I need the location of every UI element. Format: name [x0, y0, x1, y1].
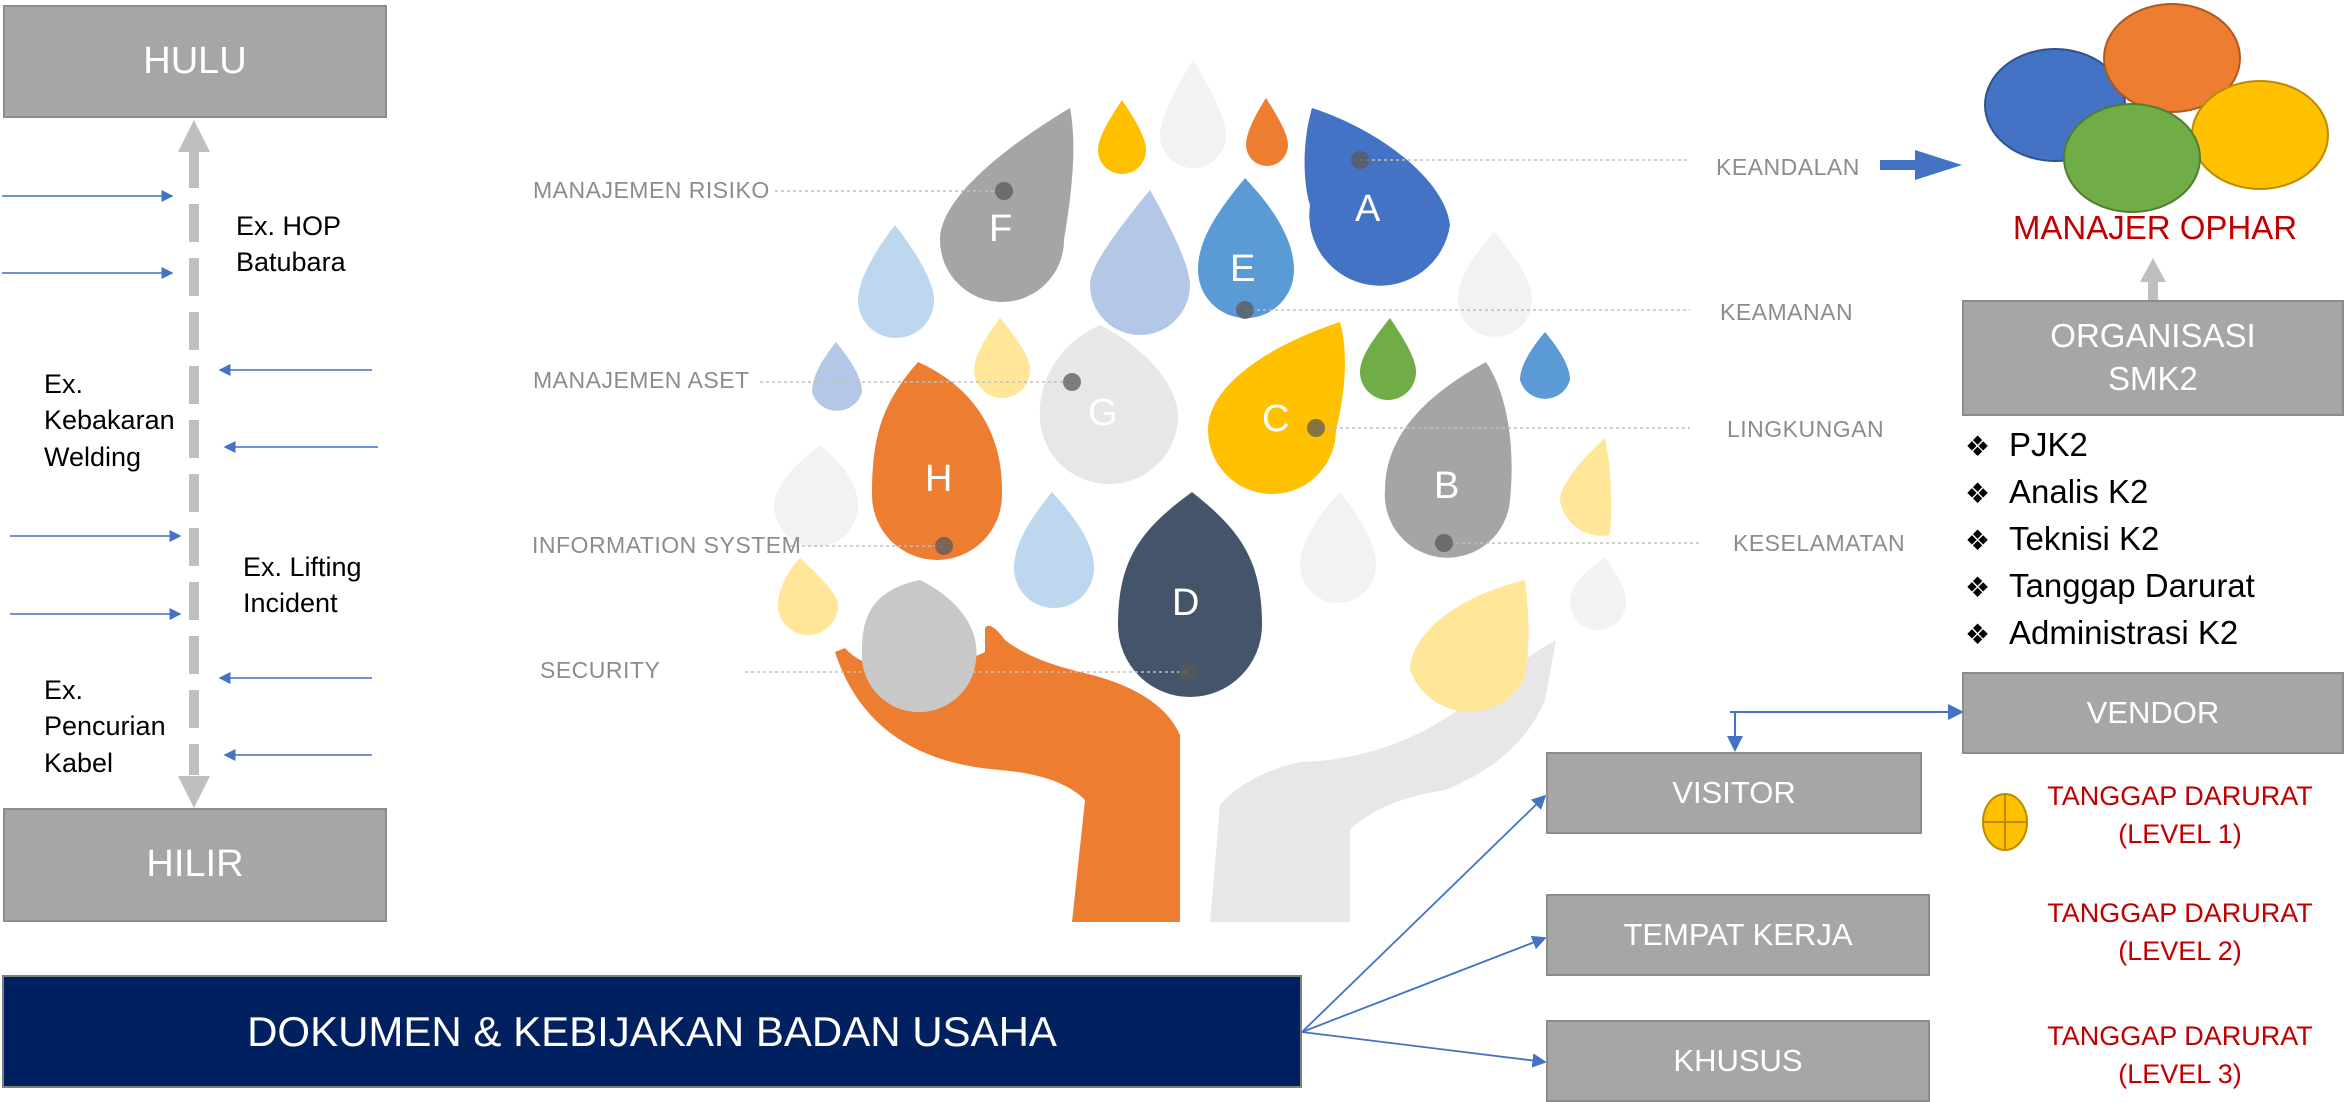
hulu-hilir-arrow — [178, 120, 210, 808]
tree-leaves — [774, 60, 1626, 713]
level1-globe-icon — [1982, 793, 2028, 851]
leaf-letter-h: H — [925, 458, 953, 500]
hulu-box: HULU — [3, 5, 387, 118]
label-manajemen-aset: MANAJEMEN ASET — [533, 367, 750, 393]
label-keamanan: KEAMANAN — [1720, 299, 1854, 325]
leaf-letter-e: E — [1230, 248, 1256, 290]
org-up-arrow — [2140, 258, 2166, 302]
vendor-box: VENDOR — [1962, 672, 2344, 754]
label-information-system: INFORMATION SYSTEM — [532, 532, 802, 558]
example-kebakaran-welding: Ex. Kebakaran Welding — [44, 369, 175, 472]
example-pencurian-kabel: Ex. Pencurian Kabel — [44, 675, 166, 778]
tanggap-darurat-level-2: TANGGAP DARURAT (LEVEL 2) — [2047, 898, 2313, 966]
leaf-letter-g: G — [1088, 392, 1118, 434]
manager-ovals — [1984, 3, 2329, 213]
tree-leader-lines — [745, 159, 1700, 673]
diamond-bullet-icon: ❖ — [1965, 431, 1991, 462]
diamond-bullet-icon: ❖ — [1965, 478, 1991, 509]
organisasi-smk2-box: ORGANISASI SMK2 — [1962, 300, 2344, 416]
leaf-letter-a: A — [1355, 188, 1381, 230]
tanggap-darurat-level-3: TANGGAP DARURAT (LEVEL 3) — [2047, 1021, 2313, 1089]
keandalan-arrow — [1880, 150, 1962, 180]
role-item: ❖PJK2 — [1965, 422, 2255, 469]
khusus-box: KHUSUS — [1546, 1020, 1930, 1102]
role-item: ❖Teknisi K2 — [1965, 516, 2255, 563]
hilir-box: HILIR — [3, 808, 387, 922]
visitor-box: VISITOR — [1546, 752, 1922, 834]
label-security: SECURITY — [540, 657, 661, 683]
tanggap-darurat-level-1: TANGGAP DARURAT (LEVEL 1) — [2047, 781, 2313, 849]
roles-list: ❖PJK2 ❖Analis K2 ❖Teknisi K2 ❖Tanggap Da… — [1965, 422, 2255, 657]
label-keandalan: KEANDALAN — [1716, 154, 1860, 180]
label-lingkungan: LINGKUNGAN — [1727, 416, 1885, 442]
role-item: ❖Analis K2 — [1965, 469, 2255, 516]
diamond-bullet-icon: ❖ — [1965, 572, 1991, 603]
example-hop-batubara: Ex. HOP Batubara — [236, 211, 346, 278]
leaf-letter-d: D — [1172, 582, 1200, 624]
tempat-kerja-box: TEMPAT KERJA — [1546, 894, 1930, 976]
dokumen-kebijakan-bar: DOKUMEN & KEBIJAKAN BADAN USAHA — [2, 975, 1302, 1088]
manajer-ophar-label: MANAJER OPHAR — [2012, 209, 2298, 246]
doc-arrows — [1301, 794, 1547, 1068]
tree-leader-dots — [935, 151, 1453, 681]
diamond-bullet-icon: ❖ — [1965, 619, 1991, 650]
role-item: ❖Tanggap Darurat — [1965, 563, 2255, 610]
leaf-letter-c: C — [1262, 398, 1290, 440]
role-item: ❖Administrasi K2 — [1965, 610, 2255, 657]
diamond-bullet-icon: ❖ — [1965, 525, 1991, 556]
left-input-arrows — [2, 190, 378, 761]
leaf-letter-b: B — [1434, 465, 1460, 507]
vendor-visitor-connector — [1727, 704, 1964, 752]
label-keselamatan: KESELAMATAN — [1733, 530, 1906, 556]
label-manajemen-risiko: MANAJEMEN RISIKO — [533, 177, 770, 203]
example-lifting-incident: Ex. Lifting Incident — [243, 552, 362, 619]
leaf-letter-f: F — [989, 208, 1013, 250]
